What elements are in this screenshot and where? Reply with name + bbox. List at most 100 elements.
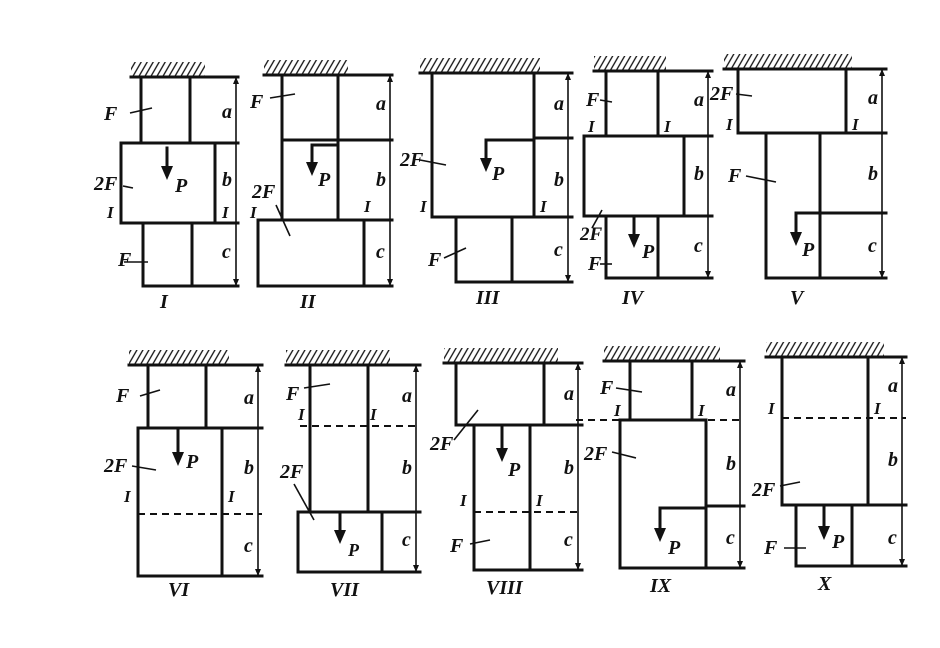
variant-label: VIII	[486, 577, 524, 599]
scheme-10: I I 2F P F a b c X	[751, 342, 908, 595]
dimension-arrow	[387, 279, 393, 286]
dim-label: b	[244, 457, 254, 479]
section-label: I	[767, 399, 776, 418]
section-label: I	[249, 203, 258, 222]
dim-label: a	[888, 375, 898, 397]
section-label: I	[697, 401, 706, 420]
section-label: I	[297, 405, 306, 424]
variant-label: I	[159, 291, 169, 313]
dim-label: a	[868, 87, 878, 109]
support-hatch	[420, 58, 540, 72]
scheme-3: 2F I I P F a b c III	[399, 58, 574, 309]
dim-label: c	[868, 235, 877, 257]
dim-label: a	[554, 93, 564, 115]
dimension-arrow	[565, 275, 571, 282]
force-label: F	[427, 249, 442, 271]
load-label: P	[174, 175, 188, 197]
section-label: I	[539, 197, 548, 216]
dim-label: c	[222, 241, 231, 263]
support-hatch	[264, 60, 348, 74]
support-hatch	[604, 346, 720, 360]
scheme-8: 2F P I I F a b c VIII	[429, 348, 584, 599]
force-label: F	[599, 377, 614, 399]
force-label: 2F	[251, 181, 276, 203]
dim-label: b	[554, 169, 564, 191]
support-hatch	[724, 54, 852, 68]
section-label: I	[851, 115, 860, 134]
variant-label: IV	[621, 287, 645, 309]
dim-label: a	[376, 93, 386, 115]
section-label: I	[221, 203, 230, 222]
force-label: 2F	[399, 149, 424, 171]
load-label: P	[507, 459, 521, 481]
dim-label: a	[402, 385, 412, 407]
scheme-2: F 2F I I P a b c II	[249, 60, 394, 313]
scheme-9: F I I 2F P a b c IX	[576, 346, 746, 597]
force-label: F	[449, 535, 464, 557]
dim-label: b	[402, 457, 412, 479]
dimension-arrow	[899, 559, 905, 566]
dim-label: c	[244, 535, 253, 557]
force-label: F	[115, 385, 130, 407]
dimension-arrow	[737, 561, 743, 568]
dim-label: b	[564, 457, 574, 479]
dimension-arrow	[255, 569, 261, 576]
force-label: 2F	[709, 83, 734, 105]
dimension-arrow	[255, 365, 261, 372]
load-label: P	[317, 169, 331, 191]
dimension-arrow	[879, 271, 885, 278]
dimension-arrow	[737, 361, 743, 368]
scheme-4: F I I 2F P F a b c IV	[579, 56, 714, 309]
force-label: 2F	[429, 433, 454, 455]
dim-label: c	[402, 529, 411, 551]
dimension-arrow	[879, 69, 885, 76]
force-label: 2F	[93, 173, 118, 195]
section-label: I	[663, 117, 672, 136]
force-label: F	[117, 249, 132, 271]
force-label: 2F	[579, 224, 603, 245]
load-label: P	[347, 540, 360, 560]
section-label: I	[369, 405, 378, 424]
dim-label: a	[694, 89, 704, 111]
section-label: I	[613, 401, 622, 420]
dim-label: b	[376, 169, 386, 191]
variant-label: VII	[330, 579, 360, 601]
force-label: F	[249, 91, 264, 113]
load-label: P	[641, 241, 655, 263]
dimension-arrow	[575, 563, 581, 570]
dim-label: c	[554, 239, 563, 261]
section-label: I	[535, 491, 544, 510]
dimension-arrow	[233, 279, 239, 286]
force-label: F	[763, 537, 778, 559]
dim-label: b	[726, 453, 736, 475]
load-label: P	[831, 531, 845, 553]
dim-label: b	[888, 449, 898, 471]
dimension-arrow	[413, 565, 419, 572]
section-label: I	[363, 197, 372, 216]
force-label: 2F	[103, 455, 128, 477]
load-label: P	[185, 451, 199, 473]
dim-label: a	[726, 379, 736, 401]
section-label: I	[123, 487, 132, 506]
section-label: I	[459, 491, 468, 510]
section-label: I	[725, 115, 734, 134]
force-label: F	[587, 253, 602, 275]
dim-label: a	[222, 101, 232, 123]
dimension-arrow	[565, 73, 571, 80]
force-label: F	[727, 165, 742, 187]
section-label: I	[587, 117, 596, 136]
variant-label: III	[475, 287, 501, 309]
dimension-arrow	[575, 363, 581, 370]
support-hatch	[286, 350, 390, 364]
dimension-arrow	[233, 77, 239, 84]
force-label: 2F	[583, 443, 608, 465]
dimension-arrow	[705, 71, 711, 78]
dim-label: c	[726, 527, 735, 549]
dimension-arrow	[899, 357, 905, 364]
load-label: P	[491, 163, 505, 185]
scheme-6: F 2F P I I a b c VI	[103, 350, 264, 601]
scheme-5: 2F I I F P a b c V	[709, 54, 888, 309]
force-label: F	[103, 103, 118, 125]
dim-label: a	[244, 387, 254, 409]
